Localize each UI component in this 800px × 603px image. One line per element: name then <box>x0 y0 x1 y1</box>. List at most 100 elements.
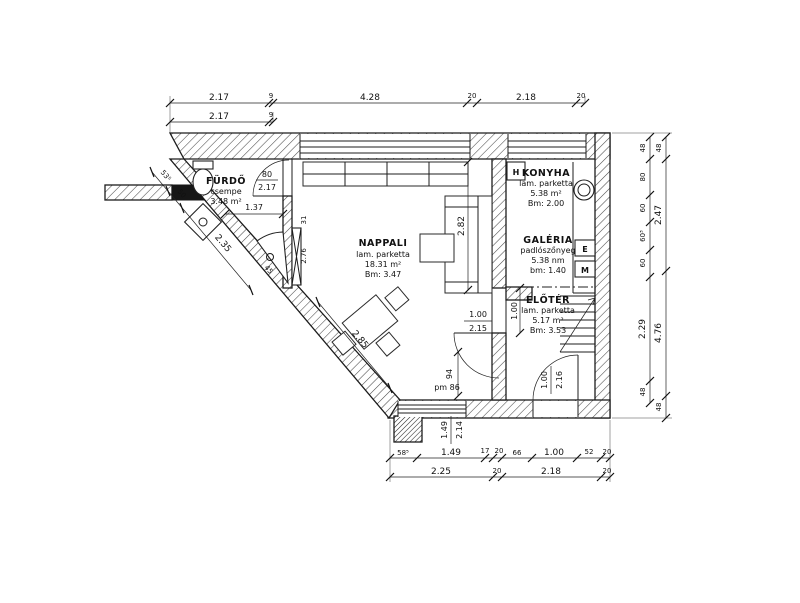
dim-label: 9 <box>269 92 273 100</box>
room-height: bm: 1.40 <box>530 266 566 275</box>
dim-label: 45 <box>263 264 275 276</box>
dim-label: 20 <box>577 92 586 100</box>
appliance-label-h: H <box>513 168 520 177</box>
dim-label: 4.76 <box>654 323 664 343</box>
room-finish: lam. parketta <box>521 306 575 315</box>
dim-line-table-diag <box>317 301 391 389</box>
dim-label: 20 <box>493 467 502 475</box>
dim-label: 9 <box>269 111 273 119</box>
room-finish: csempe <box>210 187 241 196</box>
room-area: 18.31 m² <box>365 260 401 269</box>
sink-icon <box>573 179 595 201</box>
room-name: GALÉRIA <box>523 234 573 246</box>
dim-label: 20 <box>495 447 504 455</box>
window-bottom <box>397 401 467 417</box>
room-area: 3.48 m² <box>210 197 241 206</box>
dim-label: 1.49 <box>441 448 461 458</box>
right-wall <box>594 132 611 419</box>
openings <box>282 134 587 417</box>
ticks-top-row2 <box>165 117 278 127</box>
toilet-bowl-icon <box>192 168 214 196</box>
dim-label: 2.15 <box>469 324 487 333</box>
kitchen-partition-wall-lower <box>491 332 507 401</box>
washbasin-drain <box>198 217 208 227</box>
room-height: Bm: 3.47 <box>365 270 401 279</box>
bathroom-door-jambs <box>282 159 293 196</box>
dim-label: 48 <box>655 144 663 153</box>
room-label-konyha: KONYHA lam. parketta 5.38 m² Bm: 2.00 <box>519 168 573 208</box>
dim-label: 31 <box>300 216 308 225</box>
window-glazing-lines <box>397 401 467 417</box>
chair-icon <box>384 286 410 312</box>
window-top-small <box>507 134 587 158</box>
entry-door-swing-arc <box>532 354 579 401</box>
dim-label: 2.29 <box>638 319 648 339</box>
dim-label: 20 <box>468 92 477 100</box>
dim-label: 66 <box>513 449 522 457</box>
room-area: 5.17 m² <box>532 316 563 325</box>
appliance-box-m <box>574 260 596 278</box>
wall-junction-block <box>171 184 207 201</box>
dim-label: 60 <box>639 204 647 213</box>
pillar-block <box>393 415 423 443</box>
neighbor-stub-wall <box>104 184 173 201</box>
ticks-table-diag <box>315 296 393 394</box>
room-height: Bm: 3.53 <box>530 326 566 335</box>
shower-drain <box>266 253 274 261</box>
dim-label: 50 <box>176 188 188 200</box>
dim-label: 2.17 <box>209 93 229 103</box>
dim-label: 2.18 <box>541 467 561 477</box>
doors <box>252 159 579 401</box>
room-area: 5.38 m² <box>530 189 561 198</box>
room-finish: padlószőnyeg <box>520 245 575 255</box>
appliance-label-e: E <box>582 245 587 254</box>
ticks-diagonal <box>149 166 254 296</box>
dim-label: 80 <box>262 170 272 179</box>
coffee-table <box>419 233 455 263</box>
dim-label: 1.37 <box>245 203 263 212</box>
window-gap <box>300 134 470 158</box>
kitchen-counter <box>572 162 595 294</box>
ticks-pier <box>453 347 463 401</box>
window-glazing-lines <box>299 134 471 158</box>
room-name: KONYHA <box>522 168 570 179</box>
sofa-backrest-line <box>445 196 479 293</box>
dim-label: 2.35 <box>212 233 233 255</box>
stairs-icon <box>559 295 596 353</box>
dim-label: 60 <box>639 259 647 268</box>
dim-label: 20 <box>603 467 612 475</box>
room-height: Bm: 2.00 <box>528 199 564 208</box>
stair-treads <box>560 295 595 353</box>
room-finish: lam. parketta <box>356 250 410 259</box>
appliance-box-e <box>574 239 596 257</box>
dim-label: 2.17 <box>209 112 229 122</box>
door-jambs <box>532 401 579 417</box>
dining-table <box>341 294 399 350</box>
dim-label: 2.47 <box>654 205 664 225</box>
room-label-eloter: ELŐTÉR lam. parketta 5.17 m² Bm: 3.53 <box>521 294 575 335</box>
furniture <box>302 161 596 357</box>
room-labels: FÜRDŐ csempe 3.48 m² NAPPALI lam. parket… <box>206 168 576 335</box>
window-glazing-lines <box>507 134 587 158</box>
dim-label: 53⁵ <box>159 169 173 183</box>
wardrobe-divisions <box>303 162 468 186</box>
stairs-arrow <box>559 297 596 353</box>
dim-label: 17 <box>481 447 490 455</box>
sink-basin <box>577 183 591 197</box>
dim-label: 2.18 <box>516 93 536 103</box>
dim-label: 1.00 <box>510 302 519 320</box>
door-gap <box>533 401 578 417</box>
ticks-bottom-row1 <box>385 453 615 463</box>
window-gap <box>508 134 586 158</box>
extension-lines <box>169 96 672 482</box>
dim-label: 48 <box>655 403 663 412</box>
dimensions <box>149 96 672 482</box>
interior-door-size: 1.00 2.15 <box>464 310 492 333</box>
ticks-door-clear <box>515 283 525 338</box>
dining-set <box>331 286 410 357</box>
window-top-large <box>299 134 471 158</box>
chair-icon <box>331 330 357 356</box>
fixtures: H E M <box>183 160 596 294</box>
dim-label: 1.00 <box>469 310 487 319</box>
